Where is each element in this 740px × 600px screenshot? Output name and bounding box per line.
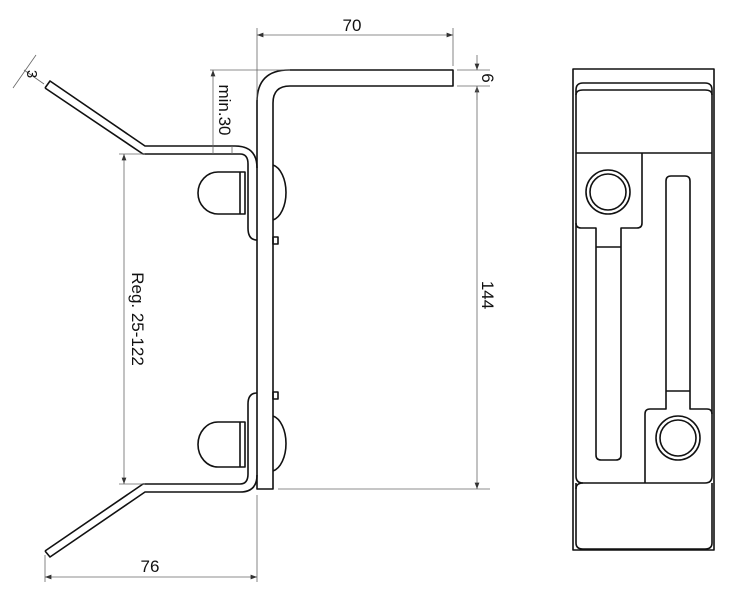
outer-frame: [572, 68, 715, 551]
dimension-range: Reg. 25-122: [119, 153, 147, 485]
dim-label-76: 76: [141, 557, 160, 576]
dim-label-3: 3: [23, 70, 40, 78]
lower-knob: [197, 391, 287, 472]
dimension-144: 144: [278, 86, 497, 490]
upper-slider-pad: [575, 153, 643, 461]
side-view: 70 6 144 min.30 Reg. 25-122: [12, 16, 497, 582]
lower-clamp-arm: [44, 392, 258, 558]
upper-clamp-arm: [44, 80, 258, 241]
lower-slider-pad: [644, 175, 713, 483]
dim-label-70: 70: [343, 16, 362, 35]
dimension-76: 76: [44, 495, 258, 582]
l-bracket: [256, 69, 454, 490]
dimension-70: 70: [256, 16, 454, 100]
front-view: [572, 68, 715, 551]
upper-screw: [585, 169, 631, 215]
dim-label-144: 144: [478, 281, 497, 309]
upper-knob: [197, 164, 287, 245]
dim-label-min30: min.30: [215, 84, 234, 135]
dimension-min30: min.30: [210, 69, 290, 154]
dim-label-6: 6: [478, 73, 497, 82]
dimension-3: 3: [12, 54, 45, 89]
dim-label-range: Reg. 25-122: [128, 272, 147, 366]
lower-screw: [655, 415, 701, 461]
